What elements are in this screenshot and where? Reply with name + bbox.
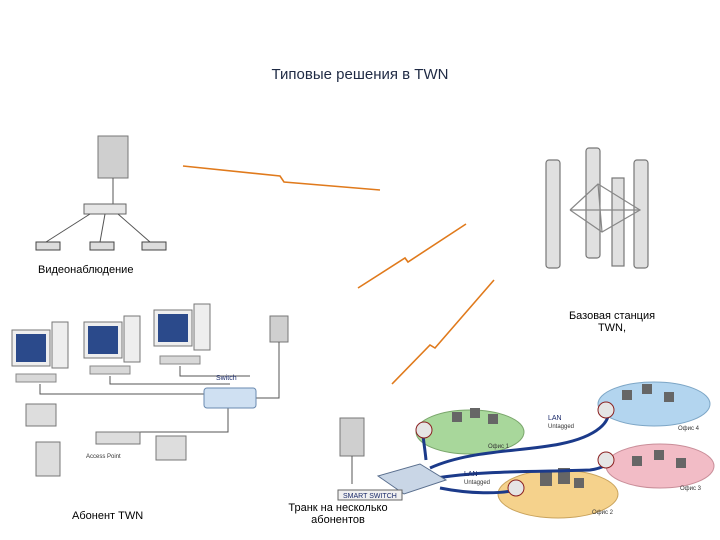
slide-title: Типовые решения в TWN	[271, 66, 449, 83]
office-1-area: Офис 1	[415, 408, 525, 455]
smart-switch	[376, 463, 448, 495]
switch-device	[203, 387, 257, 409]
office-3-area: Офис 3	[605, 443, 715, 492]
link-trunk-to-base	[391, 279, 495, 385]
lan-label-top: LAN	[548, 415, 562, 422]
smart-switch-label: SMART SWITCH	[343, 493, 397, 500]
video-switch-box	[83, 203, 127, 215]
trunk-network: Офис 1 Офис 4 Офис 3 Офис 2 LAN Untagged…	[337, 381, 715, 519]
office-4-area: Офис 4	[597, 381, 711, 432]
base-station	[545, 147, 649, 269]
office-1-label: Офис 1	[488, 444, 510, 450]
office-2-label: Офис 2	[592, 510, 614, 516]
link-video-to-base	[182, 165, 381, 191]
switch-label: Switch	[216, 375, 237, 382]
untagged-label-bottom: Untagged	[464, 480, 490, 486]
subscriber-network: Switch Access Point	[11, 303, 289, 477]
camera-icon	[35, 241, 167, 251]
subscriber-label: Абонент TWN	[72, 510, 144, 522]
base-station-label: Базовая станция TWN,	[568, 310, 656, 334]
video-surveillance-label: Видеонаблюдение	[38, 264, 134, 276]
office-3-label: Офис 3	[680, 486, 702, 492]
trunk-label: Транк на несколько абонентов	[288, 502, 388, 526]
lan-label-bottom: LAN	[464, 471, 478, 478]
office-4-label: Офис 4	[678, 426, 700, 432]
trunk-antenna	[339, 417, 365, 457]
access-point-label: Access Point	[86, 454, 121, 460]
wireless-links	[182, 165, 495, 385]
video-antenna	[97, 135, 129, 179]
router-icon	[415, 401, 615, 497]
video-group	[35, 135, 167, 251]
subscriber-antenna	[269, 315, 289, 343]
link-subscriber-to-base	[357, 223, 467, 289]
untagged-label-top: Untagged	[548, 424, 574, 430]
